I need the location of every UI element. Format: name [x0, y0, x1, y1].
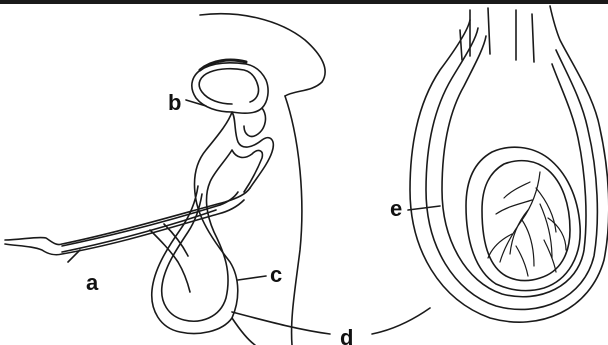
vesicle-b-inner [199, 69, 258, 104]
top-border [0, 0, 608, 4]
leader-d-left [232, 312, 330, 334]
cord-line-5 [532, 14, 534, 62]
body-outline-front [232, 318, 255, 345]
cord-line-1 [460, 30, 462, 60]
sac-outer [410, 6, 608, 322]
label-b: b [168, 90, 181, 115]
body-outline-back [285, 96, 302, 345]
body-outline-upper [200, 14, 325, 96]
label-c: c [270, 262, 282, 287]
sac-middle [426, 28, 597, 309]
label-e: e [390, 196, 402, 221]
leader-c [238, 276, 266, 280]
leader-d-right [372, 308, 430, 334]
label-a: a [86, 270, 99, 295]
loop-outer [152, 112, 274, 333]
leader-b [186, 100, 206, 106]
leader-e [408, 206, 440, 210]
tube-inner-bottom [62, 210, 216, 252]
testis-inner [482, 161, 570, 281]
vessel-branches [488, 172, 566, 276]
cord-line-3 [488, 8, 490, 54]
label-d: d [340, 325, 353, 345]
